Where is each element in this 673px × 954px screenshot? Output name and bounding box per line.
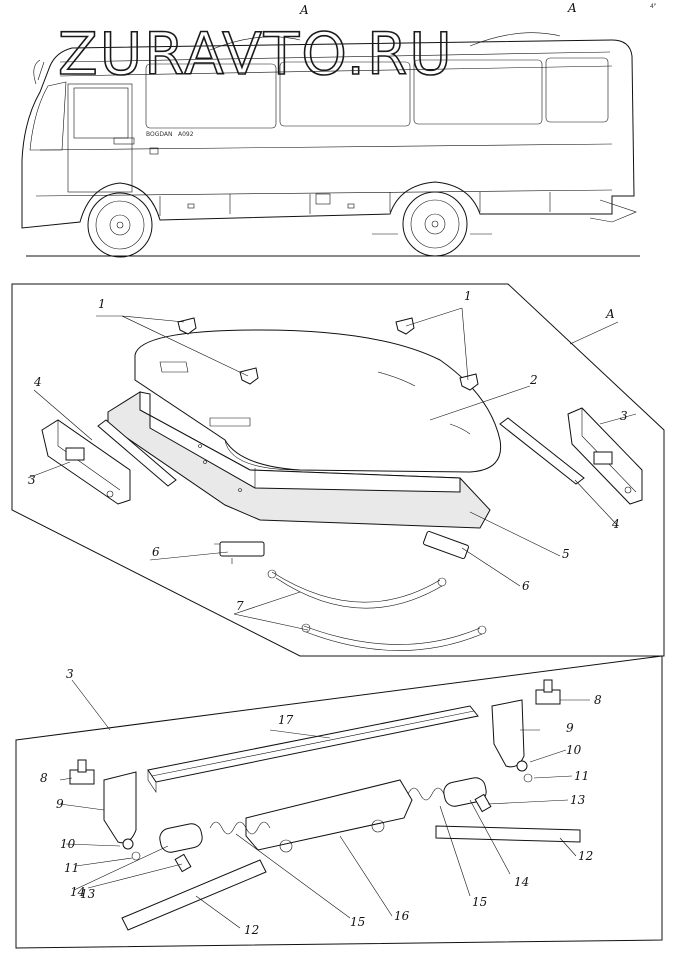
callout-2: 2 <box>529 373 538 387</box>
pin-right <box>474 793 492 813</box>
bracket-right <box>491 699 525 768</box>
callout-11b: 11 <box>574 769 589 783</box>
callout-17: 17 <box>278 713 294 727</box>
callout-10a: 10 <box>60 837 76 851</box>
clip-left <box>131 851 141 861</box>
guide-rail-left <box>97 419 177 487</box>
carriage-16 <box>245 779 413 851</box>
lever-right <box>435 825 581 843</box>
callout-1b: 1 <box>464 289 472 303</box>
lift-mechanism-left <box>41 419 131 505</box>
panel-3-frame <box>15 655 663 949</box>
lever-left <box>121 859 267 931</box>
hinge-left <box>214 541 265 564</box>
callout-13a: 13 <box>80 887 96 901</box>
callout-8a: 8 <box>40 771 48 785</box>
callout-5: 5 <box>562 547 570 561</box>
hinge-right <box>422 530 470 560</box>
spring-left <box>209 821 271 835</box>
rear-wheel <box>402 191 468 257</box>
callout-15a: 15 <box>350 915 365 929</box>
callout-9b: 9 <box>566 721 574 735</box>
callout-3b: 3 <box>620 409 628 423</box>
callout-15b: 15 <box>472 895 487 909</box>
watermark: ZURAVTO.RU <box>58 20 454 88</box>
callout-3a: 3 <box>28 473 36 487</box>
guide-rail-right <box>499 417 585 485</box>
callout-11a: 11 <box>64 861 79 875</box>
hatch-frame <box>107 391 491 529</box>
callout-4a: 4 <box>33 375 42 389</box>
bus-view-label-a-2: A <box>567 1 577 15</box>
lift-mechanism-right <box>567 407 643 505</box>
callout-12a: 12 <box>244 923 259 937</box>
callout-1a: 1 <box>98 297 106 311</box>
bracket-left <box>103 771 137 844</box>
strap-upper <box>271 571 441 603</box>
sleeve-left <box>159 823 203 853</box>
strap-lower <box>303 625 481 645</box>
callout-4b: 4 <box>611 517 620 531</box>
clip-right <box>523 773 533 783</box>
callout-13b: 13 <box>570 793 586 807</box>
pin-left <box>174 853 192 873</box>
corner-mark: 4ᴾ <box>650 3 657 10</box>
panel-3-ref-label: 3 <box>66 667 74 681</box>
callout-14b: 14 <box>514 875 529 889</box>
front-wheel <box>87 192 153 258</box>
panel-a-view-label: A <box>605 307 615 321</box>
callout-14a: 14 <box>70 885 85 899</box>
side-badge-2: A092 <box>178 131 194 138</box>
panel-3-mechanism: 3 <box>15 655 663 949</box>
panel-a-roof-hatch: A <box>11 283 665 657</box>
callout-7: 7 <box>236 599 244 613</box>
callout-9a: 9 <box>56 797 64 811</box>
bus-view-label-a: A <box>299 3 309 17</box>
rail-17 <box>147 705 479 783</box>
washer-right <box>516 760 528 772</box>
panel-a-frame <box>11 283 665 657</box>
callout-8b: 8 <box>594 693 602 707</box>
side-badge-1: BOGDAN <box>146 131 173 138</box>
callout-16: 16 <box>394 909 410 923</box>
washer-left <box>122 838 134 850</box>
callout-10b: 10 <box>566 743 582 757</box>
bus-side-view: BOGDAN A092 A A <box>21 1 640 258</box>
callout-6b: 6 <box>522 579 530 593</box>
callout-12b: 12 <box>578 849 593 863</box>
callout-6a: 6 <box>152 545 160 559</box>
